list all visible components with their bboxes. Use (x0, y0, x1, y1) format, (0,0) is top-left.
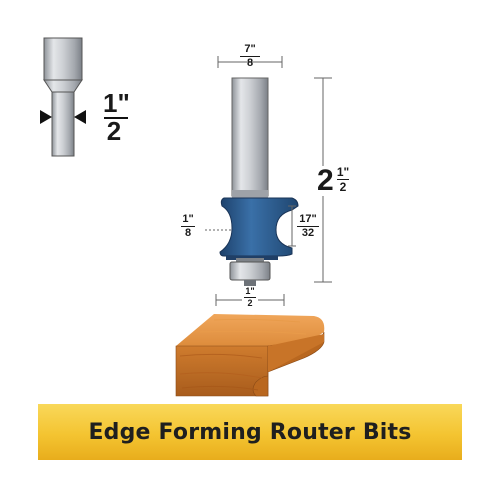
radius-denominator: 8 (184, 227, 192, 239)
bearing-diameter-label: 1" 2 (242, 287, 258, 308)
cut-height-denominator: 32 (301, 227, 315, 239)
bearing-diameter-numerator: 1" (245, 286, 255, 296)
cut-height-label: 17" 32 (296, 214, 320, 239)
bearing-diameter-rule (244, 297, 256, 298)
shank-whole: 1" (103, 88, 130, 118)
shank-fraction: 2 (104, 118, 124, 144)
shank-fraction-denominator: 2 (106, 116, 122, 146)
cut-diameter-label: 7" 8 (238, 44, 262, 69)
overall-length-whole: 2 (316, 164, 335, 197)
radius-numerator: 1" (182, 213, 194, 225)
cut-diameter-denominator: 8 (246, 57, 254, 69)
banner-title: Edge Forming Router Bits (88, 419, 412, 445)
wood-profile-board (175, 314, 325, 397)
bearing-diameter-denominator: 2 (247, 298, 253, 308)
arrow-right-icon (40, 110, 52, 124)
overall-length-denominator: 2 (339, 180, 347, 194)
cut-diameter-rule (240, 56, 260, 57)
title-banner: Edge Forming Router Bits (38, 404, 462, 460)
radius-rule (181, 226, 195, 227)
router-bit-icon (219, 77, 299, 286)
cut-height-numerator: 17" (299, 213, 317, 225)
overall-length-fraction: 1" 2 (336, 166, 350, 193)
cut-diameter-numerator: 7" (244, 43, 256, 55)
radius-label: 1" 8 (180, 214, 196, 239)
overall-length-rule (337, 179, 349, 180)
overall-length-numerator: 1" (336, 165, 350, 179)
cut-height-rule (297, 226, 319, 227)
shank-icon (43, 37, 83, 157)
arrow-left-icon (74, 110, 86, 124)
shank-fraction-rule (104, 117, 128, 119)
